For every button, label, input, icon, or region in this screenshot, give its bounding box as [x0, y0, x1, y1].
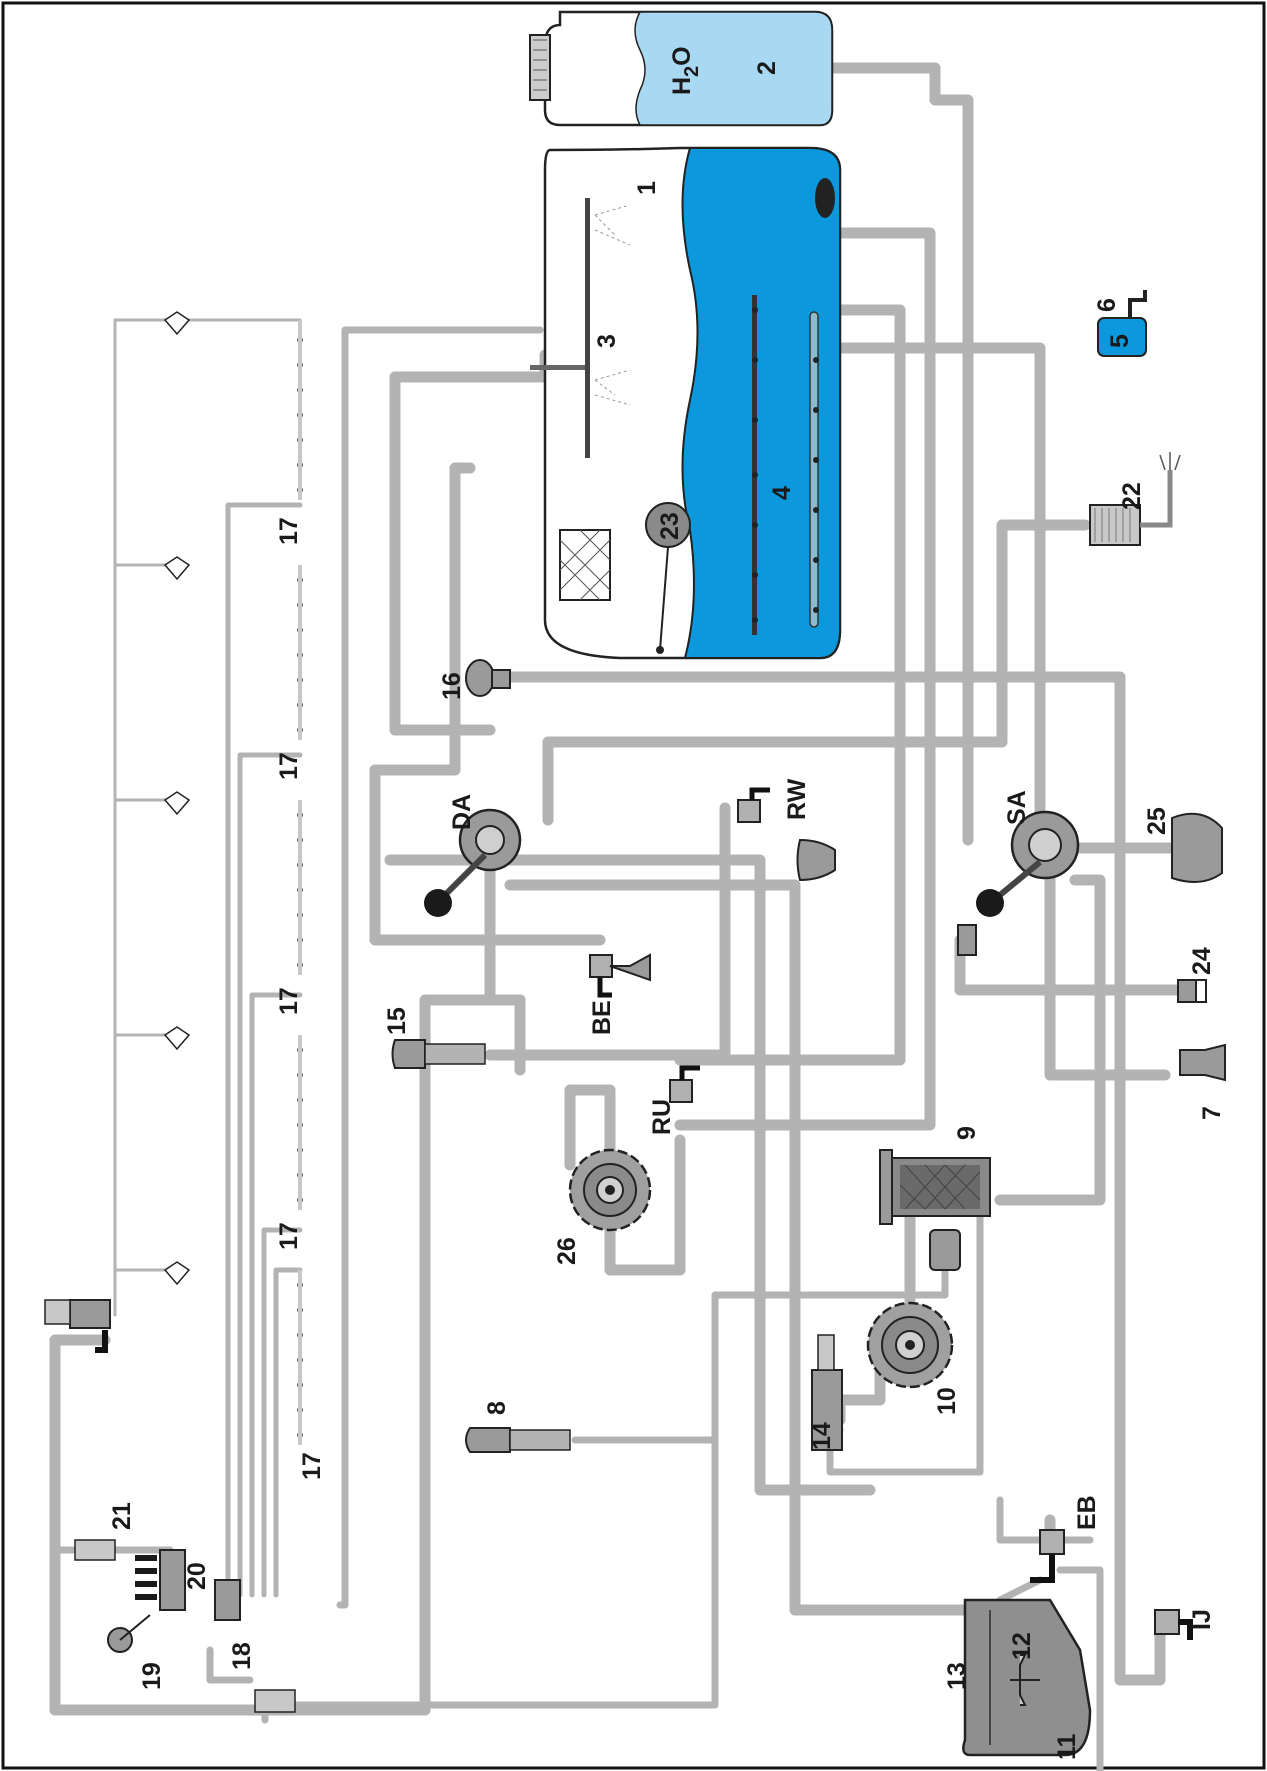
- label-18: 18: [228, 1642, 256, 1670]
- label-13: 13: [943, 1662, 971, 1690]
- pump-10: [866, 1301, 954, 1389]
- main-tank: [530, 146, 842, 660]
- valve-rw[interactable]: [737, 787, 836, 882]
- label-rw: RW: [783, 778, 811, 820]
- label-23: 23: [656, 512, 684, 540]
- rinse-nozzle-bar: [585, 198, 590, 458]
- label-26: 26: [553, 1237, 581, 1265]
- label-11: 11: [1053, 1733, 1081, 1760]
- label-25: 25: [1143, 807, 1171, 835]
- label-17-a: 17: [275, 517, 303, 545]
- coupling-25: [1171, 812, 1223, 883]
- valve-eb[interactable]: [1030, 1529, 1065, 1583]
- component-14: [811, 1334, 843, 1451]
- component-8: [465, 1427, 571, 1453]
- label-8: 8: [483, 1401, 511, 1415]
- coupling-7: [1179, 1043, 1226, 1082]
- h2o-label: H2O: [668, 46, 703, 95]
- clean-water-tank: [529, 10, 834, 127]
- valve-ij[interactable]: [1154, 1609, 1193, 1640]
- flow-meter-lower: [254, 1689, 296, 1713]
- label-sa: SA: [1003, 790, 1031, 825]
- label-4: 4: [768, 486, 796, 500]
- valve-sa[interactable]: [976, 810, 1080, 917]
- label-ij: IJ: [1188, 1609, 1216, 1630]
- label-14: 14: [808, 1422, 836, 1450]
- label-17-e: 17: [298, 1452, 326, 1480]
- component-labels: 1 2 3 4 5 6 7 8 9 10 11 12 13 14 15 16 1…: [108, 61, 1226, 1760]
- label-10: 10: [933, 1387, 961, 1415]
- valve-be[interactable]: [589, 953, 651, 998]
- label-9: 9: [953, 1126, 981, 1140]
- label-eb: EB: [1073, 1495, 1101, 1530]
- label-12: 12: [1008, 1632, 1036, 1660]
- pressure-gauge: [107, 1614, 151, 1653]
- label-17-d: 17: [275, 1222, 303, 1250]
- label-19: 19: [138, 1662, 166, 1690]
- coupling-24: [1177, 979, 1207, 1003]
- label-be: BE: [588, 1000, 616, 1035]
- pump-26: [568, 1148, 652, 1232]
- check-valve-sa: [957, 924, 977, 956]
- boom-sections: [163, 311, 303, 1445]
- label-24: 24: [1188, 947, 1216, 975]
- label-20: 20: [183, 1562, 211, 1590]
- component-15: [391, 1039, 486, 1069]
- hand-wash-tank: [1097, 290, 1147, 357]
- label-15: 15: [383, 1007, 411, 1035]
- section-valves[interactable]: [135, 1549, 241, 1621]
- label-da: DA: [448, 794, 476, 830]
- label-2: 2: [753, 61, 781, 75]
- induction-hopper: [962, 1598, 1092, 1757]
- label-17-b: 17: [275, 752, 303, 780]
- label-16: 16: [438, 672, 466, 700]
- pressure-filter: [879, 1149, 991, 1271]
- label-5: 5: [1106, 334, 1134, 348]
- label-6: 6: [1093, 298, 1121, 312]
- label-21: 21: [108, 1502, 136, 1530]
- label-3: 3: [593, 334, 621, 348]
- flow-meter-21: [74, 1539, 116, 1561]
- label-22: 22: [1118, 482, 1146, 510]
- label-17-c: 17: [275, 987, 303, 1015]
- boom-end-valve[interactable]: [44, 1299, 111, 1353]
- valve-da[interactable]: [424, 808, 522, 917]
- label-1: 1: [633, 181, 661, 195]
- hose-reel: [1089, 452, 1181, 546]
- component-16: [465, 659, 511, 697]
- valve-ru[interactable]: [669, 1065, 700, 1103]
- label-ru: RU: [648, 1099, 676, 1135]
- label-7: 7: [1198, 1106, 1226, 1120]
